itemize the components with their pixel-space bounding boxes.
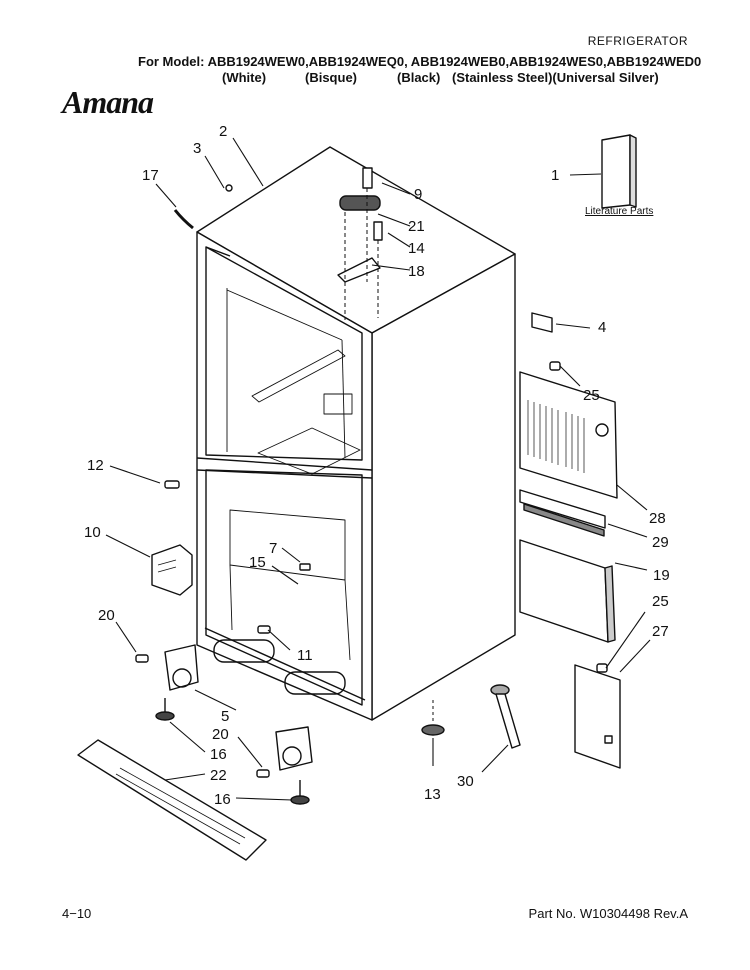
callout-7: 7 [269,540,277,557]
brand-logo: Amana [62,84,154,120]
leader-lines [105,137,651,801]
callout-29: 29 [652,534,669,551]
front-roller-left [164,644,199,691]
callout-16b: 16 [214,791,231,808]
color-label-white: (White) [222,70,267,85]
wrench-tool [490,684,521,749]
callout-16a: 16 [210,746,227,763]
part-number: Part No. W10304498 Rev.A [528,906,688,921]
callout-1: 1 [551,167,559,184]
page-category: REFRIGERATOR [587,34,688,48]
top-hinge-parts [337,167,383,320]
trim-strip-inner [523,503,605,537]
cabinet [196,146,516,721]
callout-30: 30 [457,773,474,790]
page-number: 4−10 [62,906,92,921]
callout-2: 2 [219,123,227,140]
rear-access-panel [519,539,609,643]
color-label-black: (Black) [397,70,441,85]
callout-5: 5 [221,708,229,725]
callout-13: 13 [424,786,441,803]
screws [135,184,608,778]
front-roller-right [275,726,313,771]
leveling-leg-left [155,698,175,721]
model-line: For Model: ABB1924WEW0,ABB1924WEQ0, ABB1… [138,54,702,69]
callout-20b: 20 [212,726,229,743]
toe-grille [77,739,267,861]
callout-18: 18 [408,263,425,280]
callout-3: 3 [193,140,201,157]
callout-17: 17 [142,167,159,184]
literature-parts-label: Literature Parts [585,206,654,217]
color-label-stainless-silver: (Stainless Steel)(Universal Silver) [452,70,659,85]
callout-4: 4 [598,319,606,336]
color-label-bisque: (Bisque) [305,70,357,85]
leveling-leg-right [290,780,310,805]
callout-12: 12 [87,457,104,474]
callout-22: 22 [210,767,227,784]
rear-grille [519,371,618,499]
callout-20a: 20 [98,607,115,624]
label-plate [531,312,553,333]
rear-caster [421,700,445,736]
callout-27: 27 [652,623,669,640]
callout-21: 21 [408,218,425,235]
callout-25b: 25 [652,593,669,610]
callout-14: 14 [408,240,425,257]
callout-15: 15 [249,554,266,571]
control-box [151,544,193,596]
callout-11: 11 [297,647,313,664]
compressor-cover [574,664,621,769]
callout-19: 19 [653,567,670,584]
callout-numbers: 1 2 3 17 9 21 14 18 4 25 28 29 19 25 27 … [84,123,670,808]
trim-strip [519,489,606,529]
callout-10: 10 [84,524,101,541]
literature-booklet [601,134,637,209]
callout-25a: 25 [583,387,600,404]
callout-28: 28 [649,510,666,527]
callout-9: 9 [414,186,422,203]
